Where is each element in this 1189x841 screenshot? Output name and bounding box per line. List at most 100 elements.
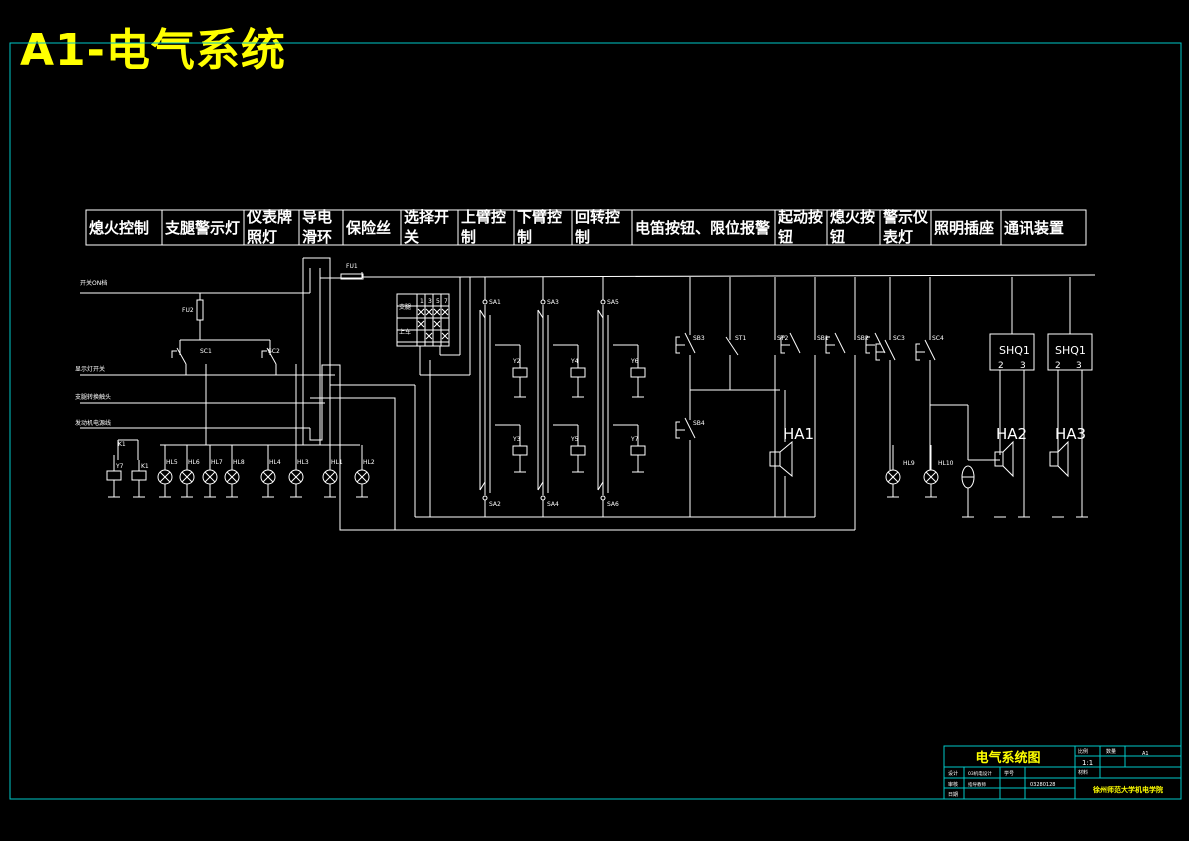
selector-x — [425, 308, 433, 316]
header-line: 警示仪 — [882, 208, 929, 226]
wire-label-on: 开关ON档 — [80, 279, 107, 287]
tb-drawing-name: 电气系统图 — [975, 750, 1040, 766]
coil-y7 — [106, 470, 122, 481]
wire — [537, 481, 544, 491]
header-cell-1: 熄火控制 — [89, 219, 149, 237]
label-hl4: HL4 — [269, 459, 281, 466]
tb-number: 03280128 — [1030, 782, 1055, 788]
tb-ratio-label: 比例 — [1078, 748, 1088, 755]
button-sb1 — [834, 332, 846, 354]
label-pin: 3 — [1020, 361, 1026, 371]
wire-label-engine-power: 发动机电源线 — [75, 419, 111, 427]
lamp-8 — [356, 471, 368, 483]
wire — [725, 336, 739, 356]
header-cell-6: 选择开关 — [404, 208, 449, 246]
selector-col: 7 — [444, 298, 448, 305]
lamp-2 — [181, 471, 193, 483]
label-sa1: SA1 — [489, 299, 501, 306]
header-line: 滑环 — [302, 228, 332, 246]
horn-ha3 — [1049, 451, 1059, 467]
selector-col: 3 — [428, 298, 432, 305]
wire — [479, 309, 486, 319]
tb-designer-label: 设计 — [948, 770, 958, 777]
header-line: 下臂控 — [517, 208, 562, 226]
lamp-1 — [159, 471, 171, 483]
header-line: 关 — [404, 228, 419, 246]
header-cell-12: 熄火按钮 — [830, 208, 875, 246]
selector-switch-table: 1357支腿上车11111111 — [396, 293, 450, 347]
header-cell-8: 下臂控制 — [517, 208, 562, 246]
label-shq1b: SHQ1 — [1055, 344, 1086, 357]
title-block-frame — [943, 745, 1182, 800]
lamp-3 — [204, 471, 216, 483]
label-sa6: SA6 — [607, 501, 619, 508]
horn-ha2 — [994, 451, 1004, 467]
label-y6: Y6 — [630, 358, 639, 365]
wire — [597, 481, 604, 491]
label-shq1a: SHQ1 — [999, 344, 1030, 357]
header-cell-3: 仪表牌照灯 — [246, 208, 292, 246]
label-ha2: HA2 — [996, 425, 1027, 443]
tb-material-label: 材料 — [1078, 769, 1088, 776]
header-line: 上臂控 — [461, 208, 506, 226]
header-cell-10: 电笛按钮、限位报警 — [635, 219, 770, 237]
button-sb4 — [684, 417, 696, 439]
label-y7b: Y7 — [630, 436, 639, 443]
switch-st2 — [789, 332, 801, 354]
label-hl3: HL3 — [297, 459, 309, 466]
label-ha3: HA3 — [1055, 425, 1086, 443]
selector-col: 1 — [420, 298, 424, 305]
lamp-1 — [157, 469, 173, 485]
label-sc3: SC3 — [893, 335, 905, 342]
switch-sc2 — [261, 350, 267, 358]
label-pin: 3 — [1076, 361, 1082, 371]
horn-ha2 — [1002, 440, 1014, 478]
label-st1: ST1 — [735, 335, 746, 342]
wire — [537, 309, 544, 319]
lamp-7 — [322, 469, 338, 485]
wire — [454, 274, 1096, 278]
selector-row-label: 支腿 — [399, 303, 411, 311]
label-y5: Y5 — [570, 436, 579, 443]
lamp-3 — [202, 469, 218, 485]
label-y3: Y3 — [512, 436, 521, 443]
tb-size: A1 — [1142, 751, 1149, 757]
header-line: 回转控 — [575, 208, 620, 226]
label-hl1: HL1 — [331, 459, 343, 466]
selector-x — [441, 308, 449, 316]
header-row: 熄火控制支腿警示灯仪表牌照灯导电滑环保险丝选择开关上臂控制下臂控制回转控制电笛按… — [85, 208, 1087, 246]
fuse-fu1 — [340, 273, 364, 280]
selector-col: 5 — [436, 298, 440, 305]
sa-contact — [482, 495, 488, 501]
selector-x — [417, 308, 425, 316]
switch-sc3 — [884, 339, 896, 361]
sa-contact — [540, 299, 546, 305]
tb-school: 徐州师范大学机电学院 — [1092, 785, 1163, 794]
header-frame — [85, 209, 1087, 246]
button-sb2 — [874, 332, 886, 354]
wire — [302, 257, 331, 446]
label-sa3: SA3 — [547, 299, 559, 306]
label-ha1: HA1 — [783, 425, 814, 443]
valve-coil — [630, 367, 646, 378]
sa-contact — [482, 299, 488, 305]
header-cell-7: 上臂控制 — [461, 208, 506, 246]
switch-sc2 — [266, 347, 277, 365]
tb-checker: 指导教师 — [968, 781, 986, 788]
lamp-4 — [224, 469, 240, 485]
label-sa4: SA4 — [547, 501, 559, 508]
header-line: 照灯 — [247, 228, 277, 246]
tb-designer: 03机电设计 — [968, 770, 992, 777]
lamp-hl9 — [887, 471, 899, 483]
selector-x — [441, 332, 449, 340]
header-line: 仪表牌 — [246, 208, 292, 226]
label-hl7: HL7 — [211, 459, 223, 466]
horn-ha3 — [1057, 440, 1069, 478]
label-fu2: FU2 — [182, 307, 194, 314]
valve-coil — [512, 367, 528, 378]
selector-x — [433, 308, 441, 316]
label-k1b: K1 — [141, 463, 149, 470]
